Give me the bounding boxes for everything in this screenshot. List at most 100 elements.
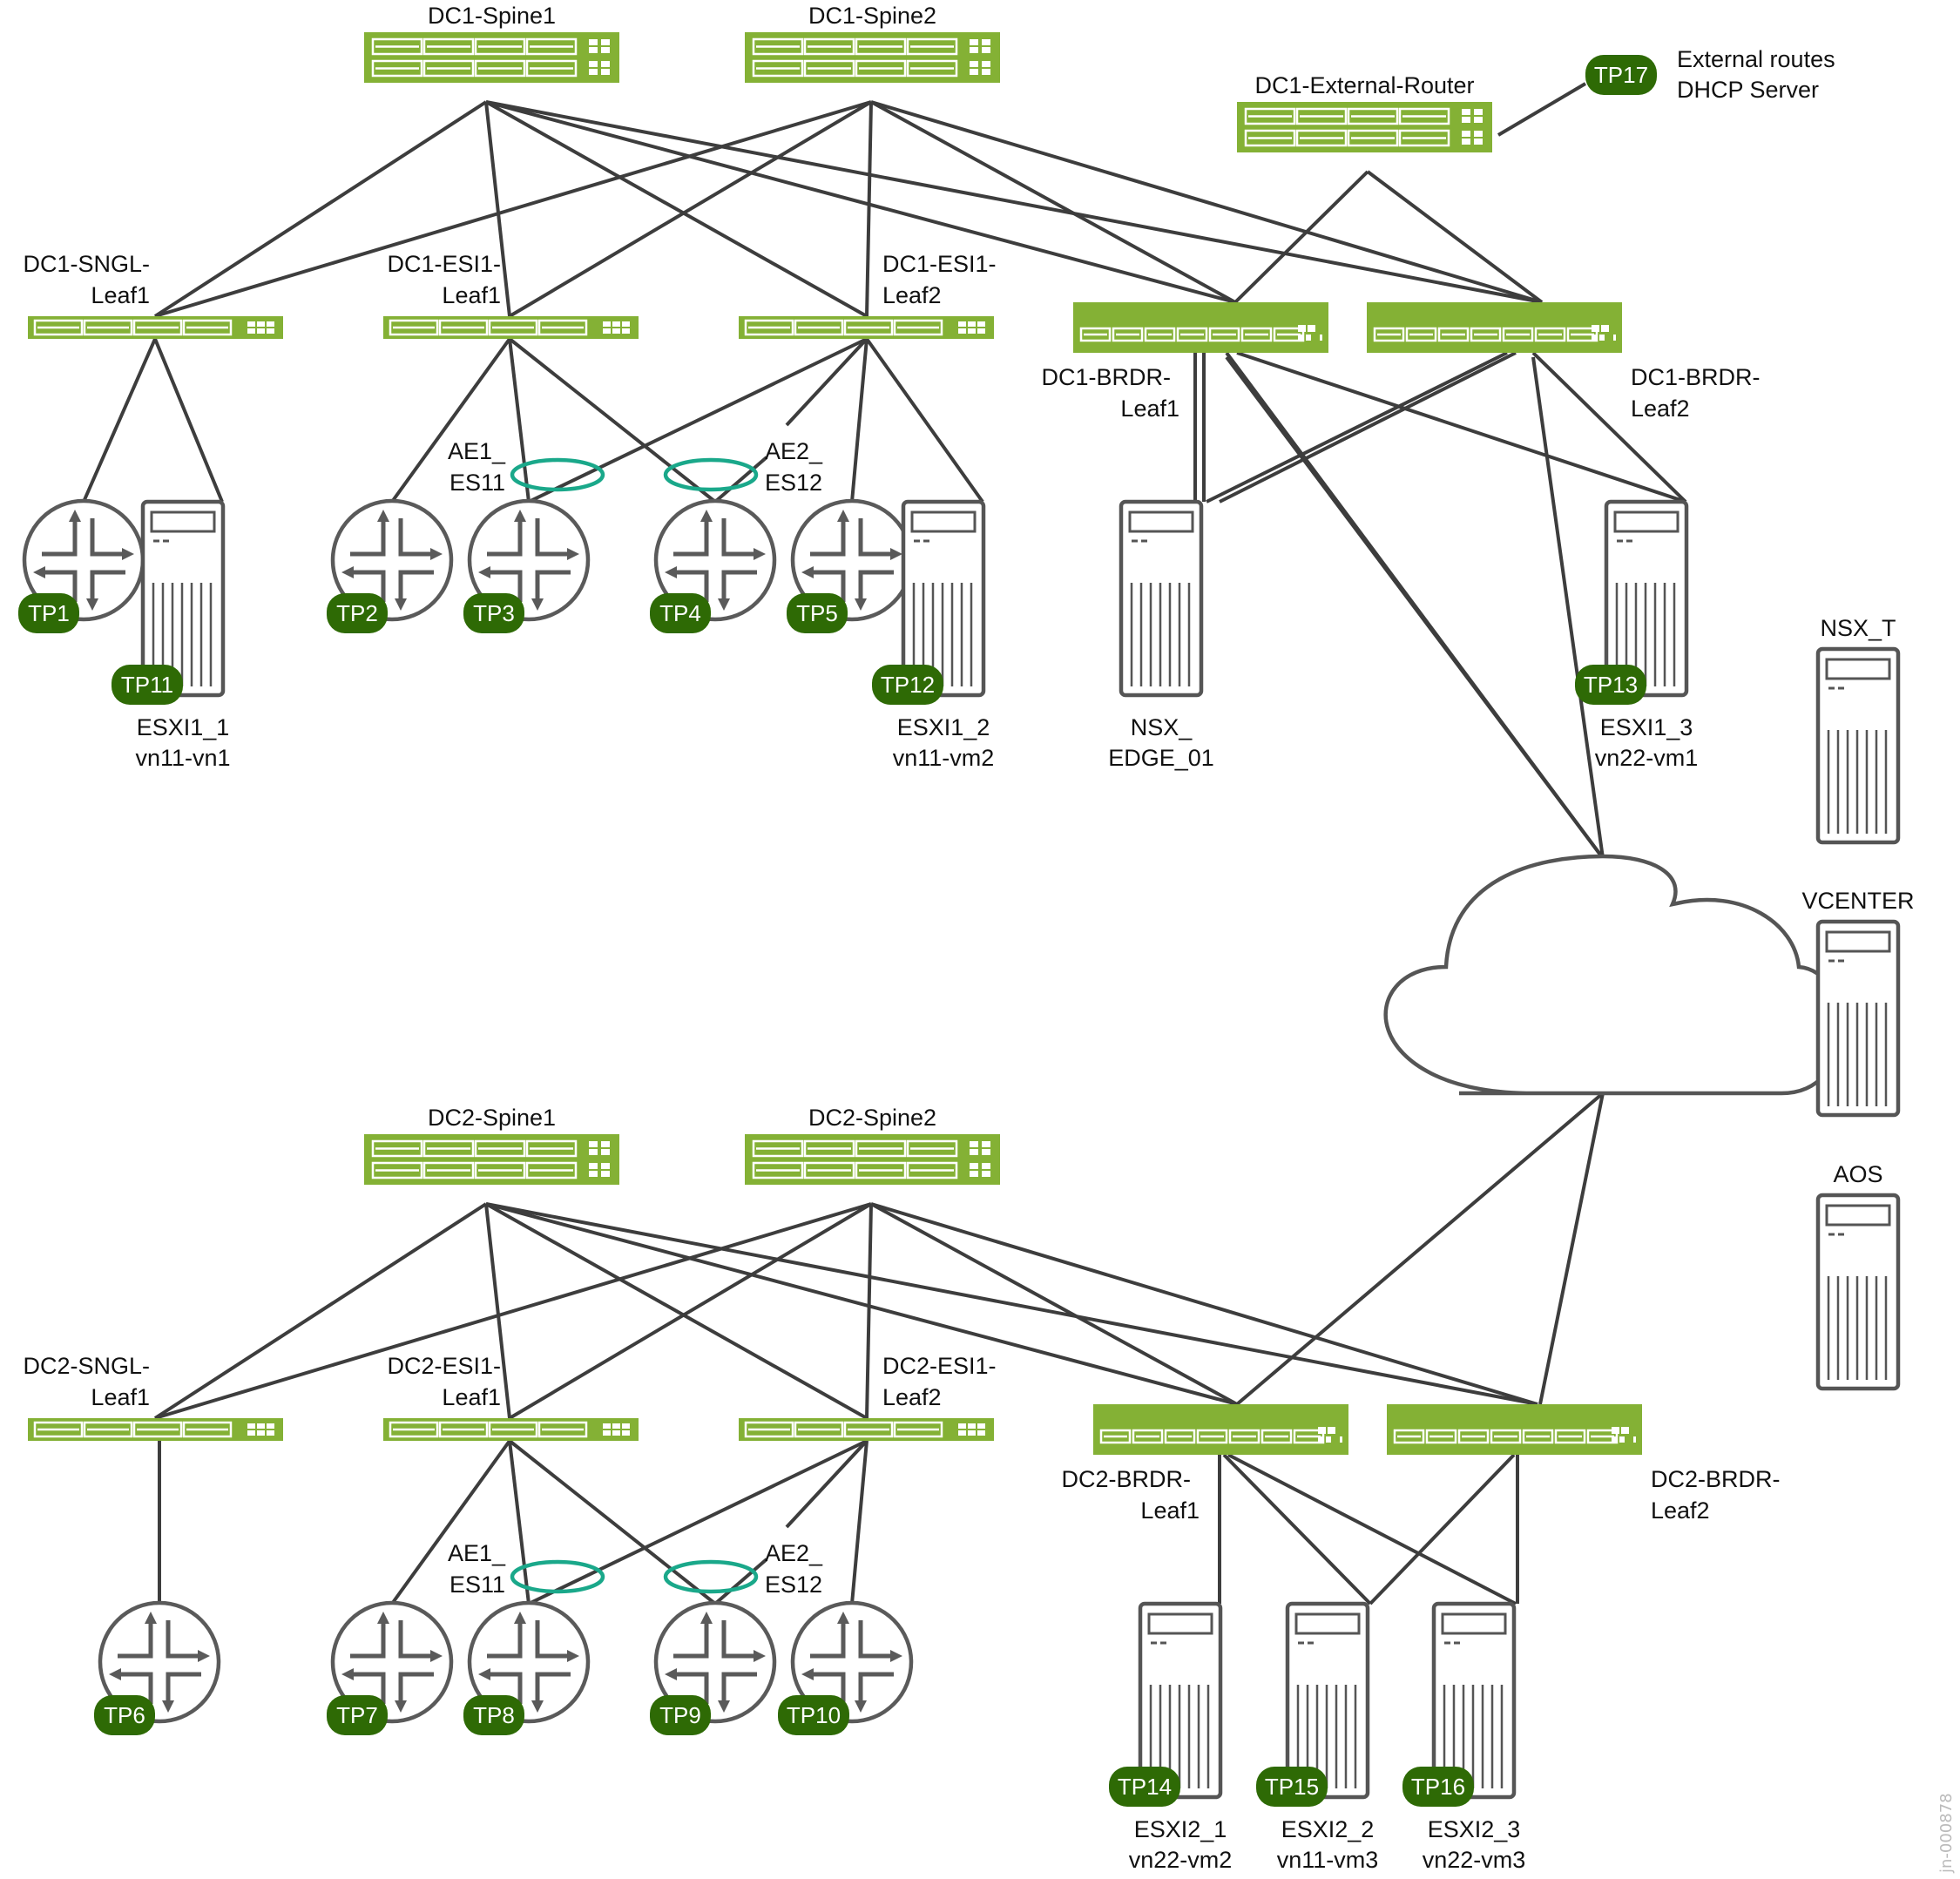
tp17-note: DHCP Server (1677, 77, 1819, 103)
switch-label: Leaf1 (442, 1384, 501, 1410)
server-label: ESXI2_2 (1281, 1816, 1375, 1842)
link (508, 1440, 531, 1605)
tp-badge-label: TP16 (1411, 1774, 1465, 1800)
server-nsx-edge-01[interactable] (1119, 499, 1204, 698)
port-icon (1295, 129, 1348, 147)
arrow-right-icon (890, 1650, 902, 1662)
server-esxi2-1[interactable]: TP14 (1109, 1601, 1223, 1807)
esi-label: ES11 (449, 470, 505, 496)
switch-label: Leaf2 (882, 1384, 942, 1410)
port-icon (182, 1421, 233, 1438)
arrow-down-icon (531, 598, 544, 611)
server-vcenter[interactable] (1815, 919, 1901, 1118)
tp-badge (463, 1695, 524, 1735)
server-esxi2-3[interactable]: TP16 (1402, 1601, 1517, 1807)
tp4-router[interactable]: TP4 (650, 498, 777, 633)
port-icon (1244, 129, 1296, 147)
server-label: vn11-vm2 (893, 745, 995, 771)
port-icon (1295, 107, 1348, 125)
switch-label: DC1-External-Router (1254, 72, 1474, 98)
server-esxi1-2[interactable]: TP12 (872, 499, 986, 705)
switch-label: Leaf1 (1120, 395, 1179, 422)
port-icon (843, 1421, 894, 1438)
switch-dc2-sngl-leaf1[interactable] (28, 1418, 283, 1441)
tp17-external[interactable]: TP17 (1585, 55, 1657, 95)
server-label: AOS (1833, 1161, 1882, 1187)
link (508, 338, 531, 503)
switch-dc1-ext-router[interactable] (1237, 102, 1492, 152)
port-icon (83, 319, 133, 336)
switch-dc2-brdr-leaf2[interactable] (1387, 1404, 1642, 1455)
arrow-up-icon (837, 1612, 849, 1624)
arrow-left-icon (665, 1668, 677, 1680)
switch-dc1-brdr-leaf1[interactable] (1073, 302, 1328, 353)
port-icon (474, 1161, 526, 1179)
switch-dc1-esi1-leaf1[interactable] (383, 316, 639, 339)
switch-dc2-esi1-leaf2[interactable] (739, 1418, 994, 1441)
tp3-router[interactable]: TP3 (463, 498, 591, 633)
server-aos[interactable] (1815, 1193, 1901, 1391)
switch-label: Leaf1 (442, 282, 501, 308)
tp1-router[interactable]: TP1 (18, 498, 145, 633)
tp8-router[interactable]: TP8 (463, 1600, 591, 1735)
switch-dc1-esi1-leaf2[interactable] (739, 316, 994, 339)
port-icon (525, 37, 578, 56)
port-icon (371, 37, 423, 56)
tp-badge (787, 593, 848, 633)
link (485, 1202, 868, 1420)
tp2-router[interactable]: TP2 (327, 498, 454, 633)
server-esxi1-1[interactable]: TP11 (112, 499, 226, 705)
port-icon (1347, 129, 1399, 147)
tp-badge (327, 593, 388, 633)
tp10-router[interactable]: TP10 (778, 1600, 914, 1735)
link (508, 1439, 717, 1605)
esi-lag-group (663, 457, 759, 492)
tp7-router[interactable]: TP7 (327, 1600, 454, 1735)
port-icon (855, 59, 907, 78)
tp-badge-label: TP2 (336, 600, 378, 626)
server-esxi1-3[interactable]: TP13 (1575, 499, 1689, 705)
link (870, 1202, 1238, 1406)
link (1531, 351, 1687, 504)
arrow-left-icon (341, 1668, 354, 1680)
server-esxi2-2[interactable]: TP15 (1256, 1601, 1370, 1807)
tp-badge (1109, 1767, 1180, 1807)
link (154, 1202, 872, 1420)
switch-dc1-spine2[interactable] (745, 32, 1000, 83)
tp-badge (18, 593, 79, 633)
switch-label: Leaf2 (882, 282, 942, 308)
tp6-router[interactable]: TP6 (94, 1600, 221, 1735)
link (528, 1439, 868, 1605)
server-label: VCENTER (1801, 888, 1914, 914)
port-icon (422, 1139, 475, 1158)
link (1219, 351, 1517, 504)
switch-dc1-sngl-leaf1[interactable] (28, 316, 283, 339)
switch-dc2-esi1-leaf1[interactable] (383, 1418, 639, 1441)
server-nsx-t[interactable] (1815, 646, 1901, 845)
port-icon (1244, 107, 1296, 125)
switch-label: Leaf1 (91, 282, 150, 308)
server-label: NSX_ (1131, 714, 1193, 740)
port-icon (1347, 107, 1399, 125)
link (528, 337, 868, 504)
tp-badge (1575, 665, 1646, 705)
switch-dc2-brdr-leaf1[interactable] (1093, 1404, 1348, 1455)
link (484, 101, 511, 317)
esi-ring-icon (510, 457, 605, 492)
switch-label: DC1-Spine1 (428, 3, 556, 29)
tp5-router[interactable]: TP5 (787, 498, 914, 633)
switch-dc1-brdr-leaf2[interactable] (1367, 302, 1622, 353)
tp9-router[interactable]: TP9 (650, 1600, 777, 1735)
tp-badge (1585, 55, 1657, 95)
port-icon (794, 319, 844, 336)
tp-badge (650, 1695, 711, 1735)
esi-label: ES12 (765, 1571, 822, 1598)
link (1538, 1092, 1605, 1405)
switch-dc2-spine2[interactable] (745, 1134, 1000, 1185)
tp-badge-label: TP1 (28, 600, 70, 626)
switch-dc2-spine1[interactable] (364, 1134, 619, 1185)
switch-dc1-spine1[interactable] (364, 32, 619, 83)
port-icon (474, 59, 526, 78)
link (865, 337, 984, 504)
